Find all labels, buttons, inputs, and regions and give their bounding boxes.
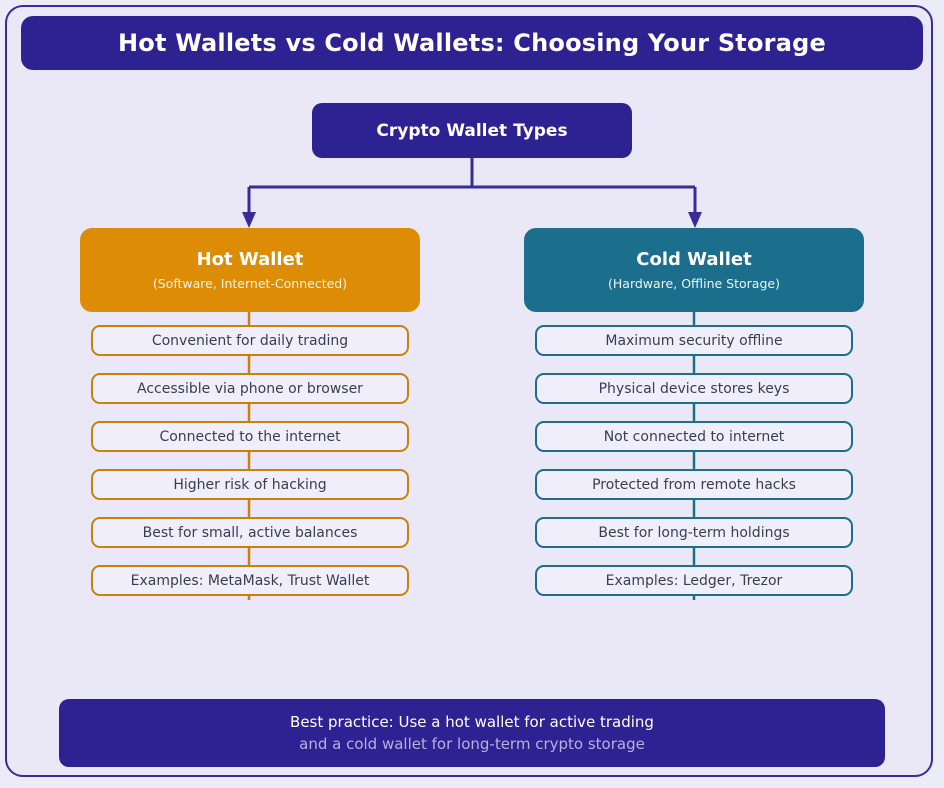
list-item[interactable]: Examples: Ledger, Trezor [535,565,853,596]
list-item[interactable]: Connected to the internet [91,421,409,452]
list-item[interactable]: Examples: MetaMask, Trust Wallet [91,565,409,596]
branch-subtitle: (Software, Internet-Connected) [152,275,348,291]
list-item-label: Accessible via phone or browser [137,380,363,397]
branch-title: Cold Wallet [636,249,752,271]
list-item-label: Not connected to internet [603,428,785,445]
footer-line-primary: Best practice: Use a hot wallet for acti… [290,712,654,731]
list-item[interactable]: Protected from remote hacks [535,469,853,500]
branch-item-list-hot: Convenient for daily trading Accessible … [80,325,420,596]
list-item[interactable]: Higher risk of hacking [91,469,409,500]
list-item-label: Connected to the internet [159,428,341,445]
branch-item-list-cold: Maximum security offline Physical device… [524,325,864,596]
list-item-label: Protected from remote hacks [592,476,796,493]
list-item-label: Physical device stores keys [598,380,790,397]
list-item-label: Examples: Ledger, Trezor [605,572,783,589]
footer-banner: Best practice: Use a hot wallet for acti… [59,699,885,767]
root-node-label: Crypto Wallet Types [376,120,568,141]
list-item[interactable]: Best for long-term holdings [535,517,853,548]
root-node[interactable]: Crypto Wallet Types [312,103,632,158]
list-item-label: Best for long-term holdings [598,524,790,541]
branch-cold-wallet: Cold Wallet (Hardware, Offline Storage) … [524,228,864,596]
page-title: Hot Wallets vs Cold Wallets: Choosing Yo… [118,29,826,57]
list-item-label: Higher risk of hacking [173,476,327,493]
branch-subtitle: (Hardware, Offline Storage) [608,275,780,291]
footer-line-secondary: and a cold wallet for long-term crypto s… [299,735,645,753]
page-title-banner: Hot Wallets vs Cold Wallets: Choosing Yo… [21,16,923,70]
branch-hot-wallet: Hot Wallet (Software, Internet-Connected… [80,228,420,596]
list-item[interactable]: Maximum security offline [535,325,853,356]
list-item-label: Convenient for daily trading [151,332,349,349]
list-item[interactable]: Convenient for daily trading [91,325,409,356]
list-item[interactable]: Accessible via phone or browser [91,373,409,404]
branch-title: Hot Wallet [196,249,304,271]
list-item-label: Maximum security offline [605,332,783,349]
branch-header-hot-wallet[interactable]: Hot Wallet (Software, Internet-Connected… [80,228,420,312]
list-item[interactable]: Best for small, active balances [91,517,409,548]
list-item-label: Examples: MetaMask, Trust Wallet [130,572,370,589]
list-item-label: Best for small, active balances [142,524,358,541]
list-item[interactable]: Not connected to internet [535,421,853,452]
list-item[interactable]: Physical device stores keys [535,373,853,404]
branch-header-cold-wallet[interactable]: Cold Wallet (Hardware, Offline Storage) [524,228,864,312]
